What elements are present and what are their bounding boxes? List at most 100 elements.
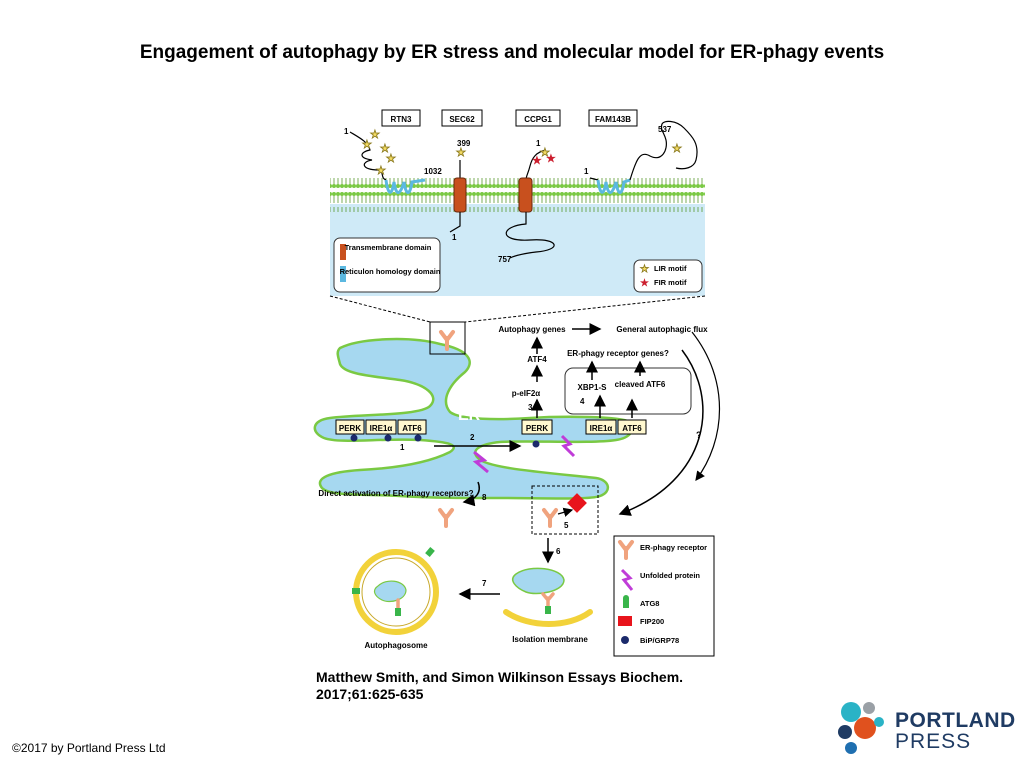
- svg-text:3: 3: [528, 403, 533, 412]
- domain-key: Transmembrane domain Reticulon homology …: [333, 237, 441, 293]
- lir-star-icon: ★: [362, 139, 372, 151]
- lir-star-icon: ★: [456, 147, 466, 159]
- fir-star-icon: ★: [532, 155, 542, 167]
- lir-star-icon: ★: [386, 153, 396, 165]
- svg-text:CCPG1: CCPG1: [524, 115, 552, 124]
- bip-icon: [384, 434, 392, 442]
- svg-text:2: 2: [470, 433, 475, 442]
- svg-text:5: 5: [564, 521, 569, 530]
- er-phagy-receptor-icon: [439, 330, 455, 351]
- svg-text:ER-phagy receptor genes?: ER-phagy receptor genes?: [567, 349, 669, 358]
- receptor-label-sec62: SEC62: [441, 109, 483, 127]
- svg-text:537: 537: [658, 125, 672, 134]
- svg-text:1: 1: [452, 233, 457, 242]
- svg-text:FIP200: FIP200: [640, 617, 664, 626]
- svg-text:PERK: PERK: [526, 424, 548, 433]
- sensor-group-left: PERK IRE1α ATF6: [335, 419, 427, 442]
- svg-text:ATF4: ATF4: [527, 355, 547, 364]
- svg-text:Transmembrane domain: Transmembrane domain: [345, 243, 432, 252]
- lir-star-icon: ★: [376, 165, 386, 177]
- svg-text:IRE1α: IRE1α: [590, 424, 613, 433]
- motif-key: ★ ★ LIR motif FIR motif: [633, 259, 703, 293]
- svg-text:1: 1: [536, 139, 541, 148]
- svg-text:399: 399: [457, 139, 471, 148]
- er-compartment: [313, 337, 634, 500]
- bip-icon: [621, 636, 629, 644]
- svg-text:XBP1-S: XBP1-S: [578, 383, 608, 392]
- copyright-notice: ©2017 by Portland Press Ltd: [12, 741, 166, 755]
- svg-text:cleaved ATF6: cleaved ATF6: [615, 380, 666, 389]
- receptor-label-ccpg1: CCPG1: [515, 109, 561, 127]
- unfolded-protein-icon: [472, 450, 489, 474]
- atg8-icon: [623, 598, 629, 608]
- bip-icon: [350, 434, 358, 442]
- svg-text:ATF6: ATF6: [402, 424, 422, 433]
- svg-text:ATF6: ATF6: [622, 424, 642, 433]
- svg-text:Reticulon homology domain: Reticulon homology domain: [340, 267, 441, 276]
- svg-text:FIR motif: FIR motif: [654, 278, 687, 287]
- svg-text:General autophagic flux: General autophagic flux: [616, 325, 708, 334]
- svg-text:RTN3: RTN3: [391, 115, 412, 124]
- svg-text:1032: 1032: [424, 167, 442, 176]
- receptor-label-fam143b: FAM143B: [588, 109, 638, 127]
- bip-icon: [414, 434, 422, 442]
- svg-text:BiP/GRP78: BiP/GRP78: [640, 636, 679, 645]
- svg-text:Autophagosome: Autophagosome: [364, 641, 428, 650]
- svg-text:8: 8: [482, 493, 487, 502]
- svg-text:?: ?: [696, 430, 702, 440]
- svg-text:1: 1: [584, 167, 589, 176]
- svg-text:PERK: PERK: [339, 424, 361, 433]
- svg-text:757: 757: [498, 255, 512, 264]
- svg-text:Autophagy genes: Autophagy genes: [498, 325, 566, 334]
- isolation-membrane-shape: [503, 609, 593, 627]
- rtn3-topology: 1 1032 ★ ★ ★ ★ ★: [344, 127, 442, 194]
- svg-text:ER-phagy receptor: ER-phagy receptor: [640, 543, 707, 552]
- svg-text:6: 6: [556, 547, 561, 556]
- svg-text:p-eIF2α: p-eIF2α: [512, 389, 541, 398]
- sec62-topology: ★ 399 1: [449, 139, 471, 242]
- page-title: Engagement of autophagy by ER stress and…: [139, 42, 885, 63]
- bip-icon: [532, 440, 540, 448]
- fip200-icon: [618, 616, 632, 626]
- lir-star-icon: ★: [640, 264, 649, 275]
- fir-star-icon: ★: [546, 153, 556, 165]
- svg-text:Direct activation of ER-phagy: Direct activation of ER-phagy receptors?: [318, 489, 473, 498]
- fam143b-topology: ★ 1 537: [584, 120, 698, 194]
- svg-text:4: 4: [580, 397, 585, 406]
- atg8-icon: [425, 547, 435, 557]
- citation: Matthew Smith, and Simon Wilkinson Essay…: [316, 669, 684, 702]
- unfolded-protein-icon: [560, 434, 576, 458]
- svg-text:Isolation membrane: Isolation membrane: [512, 635, 588, 644]
- atg8-icon: [395, 608, 401, 616]
- svg-text:SEC62: SEC62: [449, 115, 475, 124]
- unfolded-protein-icon: [620, 568, 634, 591]
- fip200-icon: [567, 493, 587, 513]
- er-phagy-receptor-icon: [438, 508, 454, 528]
- svg-text:1: 1: [344, 127, 349, 136]
- svg-text:7: 7: [482, 579, 487, 588]
- atg8-icon: [352, 588, 360, 594]
- svg-text:Unfolded protein: Unfolded protein: [640, 571, 700, 580]
- svg-text:1: 1: [400, 443, 405, 452]
- atg8-icon: [545, 606, 551, 614]
- lir-star-icon: ★: [540, 147, 550, 159]
- lir-star-icon: ★: [370, 129, 380, 141]
- er-phagy-receptor-icon: [542, 508, 558, 528]
- fir-star-icon: ★: [640, 278, 649, 289]
- er-phagy-receptor-icon: [618, 540, 634, 560]
- ccpg1-topology: ★ ★ ★ 1 757: [498, 139, 556, 264]
- topology-panel: RTN3 SEC62 CCPG1 FAM143B 1 1032 ★ ★ ★ ★ …: [329, 109, 706, 323]
- svg-text:FAM143B: FAM143B: [595, 115, 631, 124]
- portland-press-logo: PORTLAND PRESS: [835, 700, 1015, 756]
- svg-text:ATG8: ATG8: [640, 599, 659, 608]
- logo-dots-icon: [838, 702, 884, 754]
- pathway-panel: ER PERK IRE1α ATF6 1 2 PERK XBP1-S cleav…: [313, 321, 721, 657]
- lir-star-icon: ★: [672, 143, 682, 155]
- lir-star-icon: ★: [380, 143, 390, 155]
- svg-text:LIR motif: LIR motif: [654, 264, 687, 273]
- er-phagy-figure: RTN3 SEC62 CCPG1 FAM143B 1 1032 ★ ★ ★ ★ …: [300, 100, 730, 665]
- svg-text:IRE1α: IRE1α: [370, 424, 393, 433]
- receptor-label-rtn3: RTN3: [381, 109, 421, 127]
- pathway-legend: ER-phagy receptor Unfolded protein ATG8 …: [613, 535, 715, 657]
- er-label: ER: [458, 407, 481, 424]
